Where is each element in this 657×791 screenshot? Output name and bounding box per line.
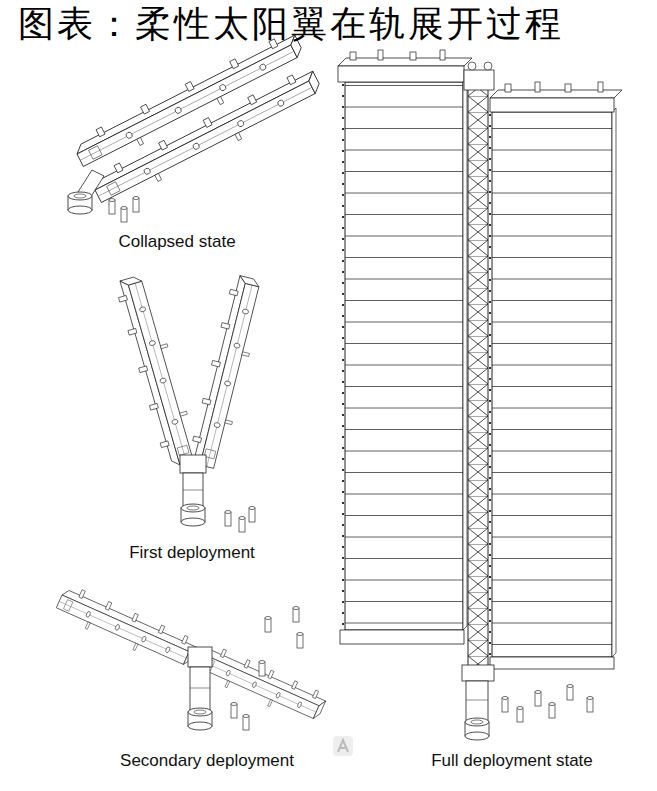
title-slot: 图表：柔性太阳翼在轨展开过程 xyxy=(18,2,564,46)
state-caption: Full deployment state xyxy=(431,751,593,771)
full-deployment-drawing xyxy=(338,50,622,740)
state-caption: Secondary deployment xyxy=(120,751,294,771)
caption-slot: Collapsed state xyxy=(118,232,235,252)
figure-title: 图表：柔性太阳翼在轨展开过程 xyxy=(18,2,564,46)
state-caption: Collapsed state xyxy=(118,232,235,252)
caption-slot: Secondary deployment xyxy=(120,751,294,771)
caption-slot: Full deployment state xyxy=(431,751,593,771)
first-deployment-drawing xyxy=(114,273,267,532)
secondary-deployment-drawing xyxy=(53,583,328,730)
collapsed-wing-drawing xyxy=(68,30,326,222)
watermark-logo xyxy=(333,736,353,756)
state-caption: First deployment xyxy=(129,543,255,563)
caption-slot: First deployment xyxy=(129,543,255,563)
